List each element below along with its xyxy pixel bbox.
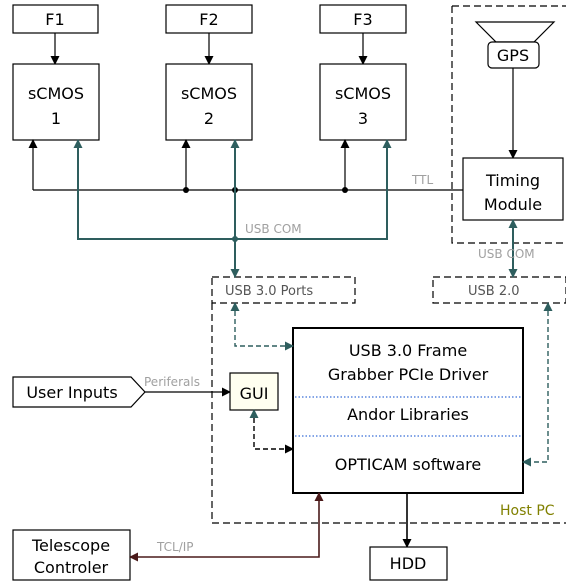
camera-1-line2: 1 xyxy=(51,109,61,128)
ttl-bus xyxy=(28,139,463,193)
timing-module-line1: Timing xyxy=(485,171,540,190)
camera-3-line1: sCMOS xyxy=(335,84,391,103)
timing-module: Timing Module xyxy=(462,157,564,221)
ttl-label: TTL xyxy=(411,173,433,187)
software-stack: USB 3.0 Frame Grabber PCIe Driver Andor … xyxy=(292,327,524,494)
usb2-label: USB 2.0 xyxy=(468,284,520,299)
driver-line2: Grabber PCIe Driver xyxy=(328,365,489,384)
camera-3: sCMOS 3 xyxy=(319,63,407,141)
telescope-controller: Telescope Controler xyxy=(12,529,131,581)
filter-3: F3 xyxy=(319,4,407,34)
filter-2: F2 xyxy=(165,4,253,34)
timing-module-line2: Module xyxy=(484,195,542,214)
camera-1-line1: sCMOS xyxy=(28,84,84,103)
filter-2-label: F2 xyxy=(199,10,218,29)
usb2-box xyxy=(432,276,566,304)
telescope-line1: Telescope xyxy=(31,536,110,555)
camera-3-line2: 3 xyxy=(358,109,368,128)
camera-2: sCMOS 2 xyxy=(165,63,253,141)
usb3-ports-box xyxy=(211,276,356,304)
usb-com-cams-label: USB COM xyxy=(245,222,302,236)
gui-node: GUI xyxy=(229,372,279,411)
tcp-link xyxy=(129,492,324,562)
camera-2-line1: sCMOS xyxy=(181,84,237,103)
peripherals-label: Periferals xyxy=(144,375,200,389)
gui-to-software-link xyxy=(249,409,294,454)
usb-com-bus xyxy=(73,139,392,278)
hdd-node: HDD xyxy=(369,546,448,581)
camera-2-line2: 2 xyxy=(204,109,214,128)
usb2-to-software-link xyxy=(522,302,553,467)
libraries-label: Andor Libraries xyxy=(347,405,469,424)
timing-enclosure xyxy=(451,5,566,244)
user-inputs-node: User Inputs xyxy=(12,376,146,408)
software-label: OPTICAM software xyxy=(335,455,481,474)
hdd-label: HDD xyxy=(390,554,427,573)
gps-antenna: GPS xyxy=(474,21,556,69)
usb-com-timing-label: USB COM xyxy=(478,247,535,261)
usb3-to-driver-link xyxy=(230,302,294,351)
filter-1: F1 xyxy=(12,4,99,34)
telescope-line2: Controler xyxy=(34,558,109,577)
filter-3-label: F3 xyxy=(353,10,372,29)
filter-1-label: F1 xyxy=(45,10,64,29)
usb3-ports-label: USB 3.0 Ports xyxy=(225,284,313,299)
tcl-ip-label: TCL/IP xyxy=(156,540,194,554)
user-inputs-label: User Inputs xyxy=(26,383,117,402)
host-pc-label: Host PC xyxy=(500,503,555,519)
camera-1: sCMOS 1 xyxy=(12,63,100,141)
gps-label: GPS xyxy=(497,46,529,65)
driver-line1: USB 3.0 Frame xyxy=(349,341,467,360)
gui-label: GUI xyxy=(240,384,269,403)
